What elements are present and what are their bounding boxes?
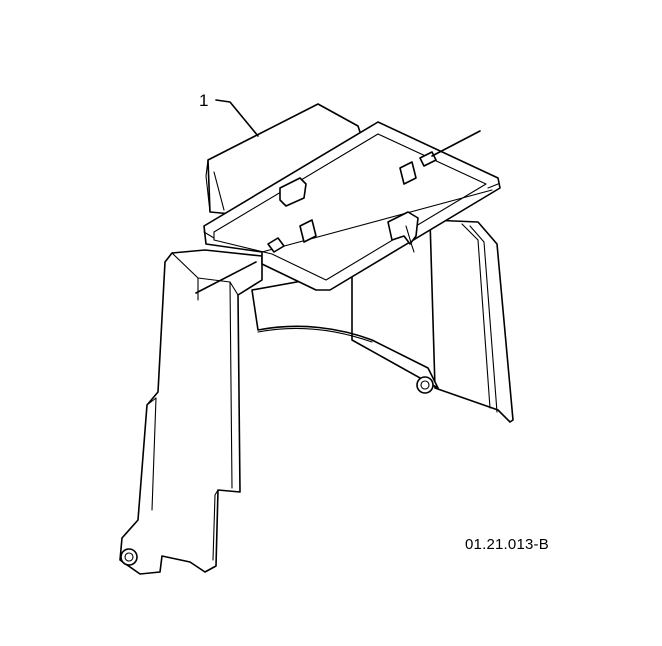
callout-label-1: 1: [199, 91, 209, 110]
hinge-axis-line: [195, 130, 481, 294]
fastener-bottom-left: [120, 548, 138, 566]
tray: [203, 121, 501, 291]
shroud-body: [119, 249, 439, 575]
drawing-code: 01.21.013-B: [465, 536, 549, 553]
callout-leader-line: [215, 99, 259, 137]
rear-panel: [429, 219, 514, 423]
fastener-right: [416, 376, 434, 394]
